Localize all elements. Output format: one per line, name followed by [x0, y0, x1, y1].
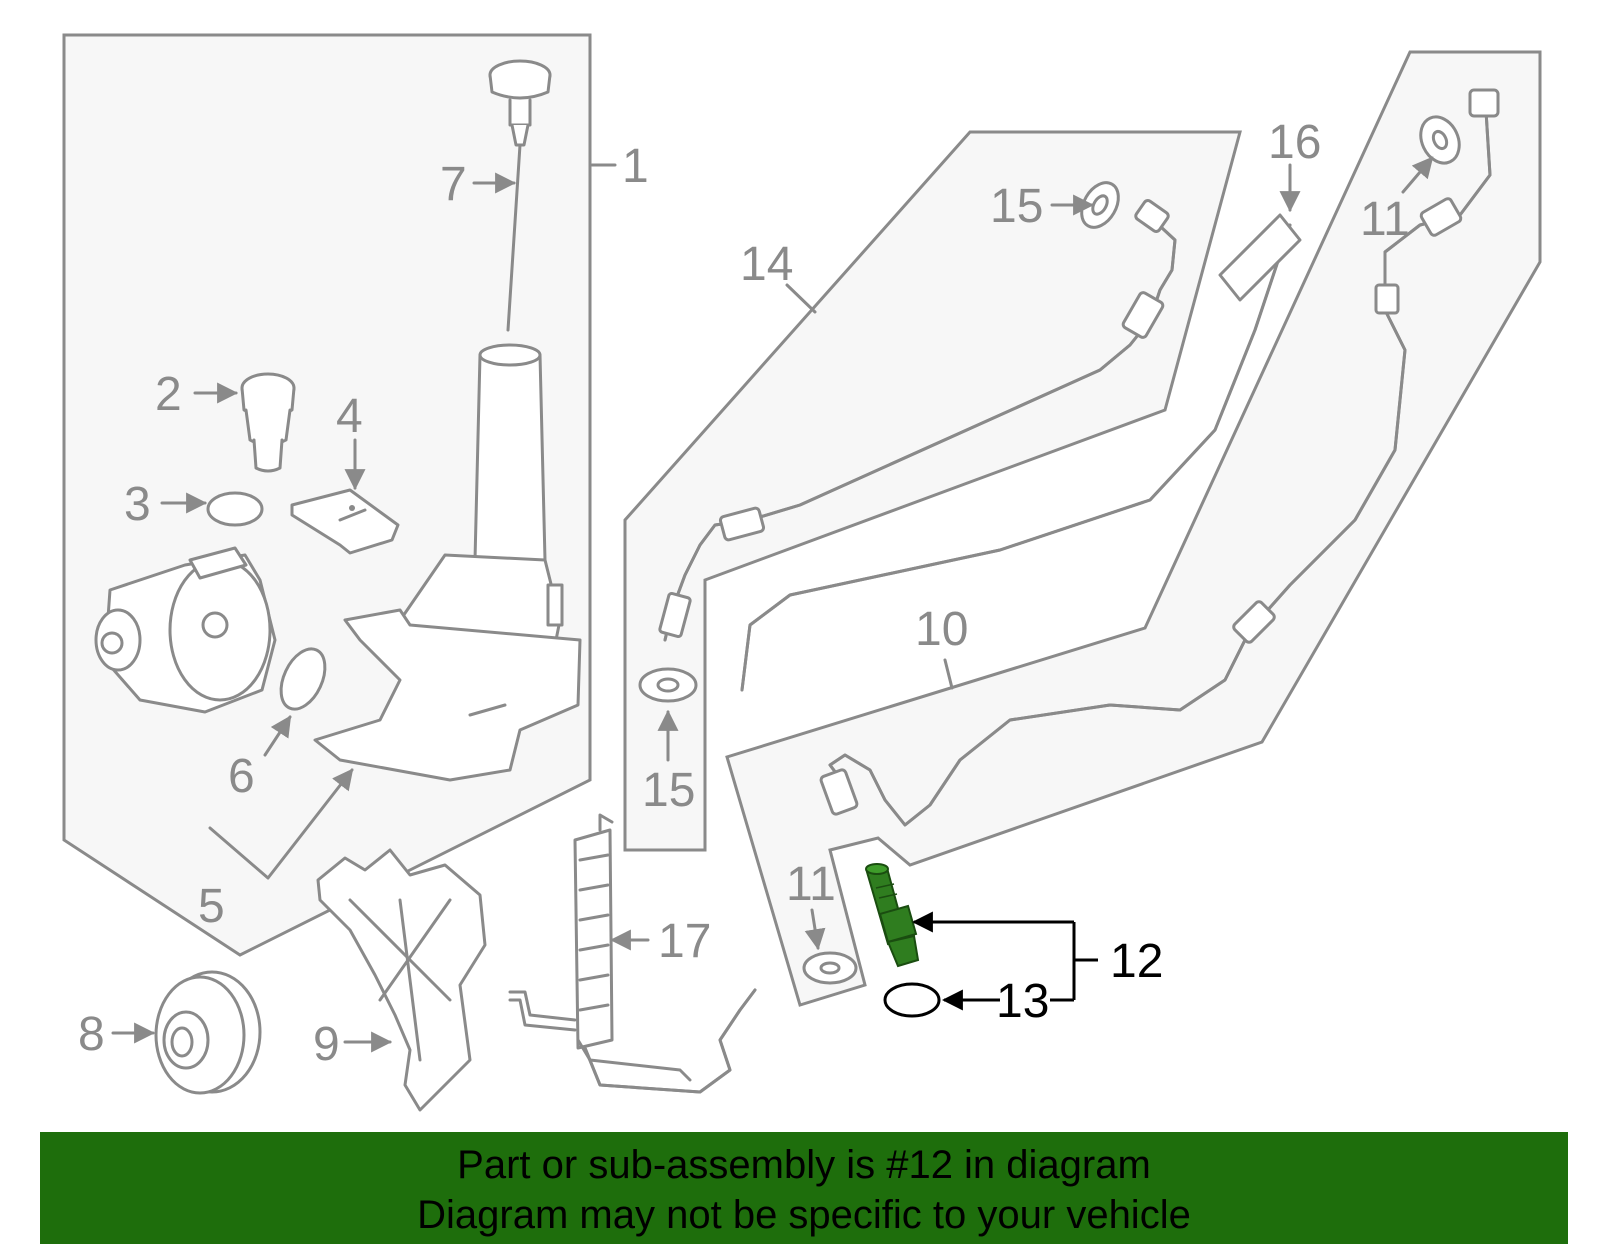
- dipstick-cap-part: [488, 59, 552, 332]
- label-5: 5: [198, 880, 225, 933]
- callout-labels: 1 2 3 4 5 6 7 8 9 10 11 11 12 13 14 15 1…: [78, 116, 1410, 1071]
- panel-hose-10: [725, 50, 1542, 1007]
- panel-hose-14: [623, 130, 1242, 852]
- label-4: 4: [336, 390, 363, 443]
- label-6: 6: [228, 750, 255, 803]
- label-12: 12: [1110, 935, 1163, 988]
- clip-part: [290, 488, 400, 555]
- reservoir-part: [313, 343, 582, 782]
- leader-lines-highlighted: [911, 911, 1098, 1011]
- label-9: 9: [313, 1018, 340, 1071]
- pump-body-part: [94, 546, 277, 714]
- pulley-part: [154, 970, 262, 1095]
- pressure-hose-part-14: [638, 181, 1177, 703]
- o-ring-part-6: [279, 647, 327, 711]
- label-7: 7: [440, 158, 467, 211]
- return-hose-part-16: [740, 213, 1302, 692]
- mount-bracket-part: [316, 848, 487, 1112]
- o-ring-part-3: [206, 491, 264, 527]
- label-14: 14: [740, 238, 793, 291]
- fitting-part: [240, 372, 296, 473]
- banner-line-2: Diagram may not be specific to your vehi…: [417, 1193, 1191, 1237]
- cooler-part: [508, 813, 757, 1094]
- leader-lines: [111, 156, 1434, 1053]
- label-1: 1: [622, 140, 649, 193]
- label-10: 10: [915, 603, 968, 656]
- line-part-10: [802, 88, 1500, 985]
- label-2: 2: [155, 368, 182, 421]
- label-11-bottom: 11: [786, 858, 836, 911]
- label-11-top: 11: [1360, 193, 1410, 246]
- label-17: 17: [658, 915, 711, 968]
- label-3: 3: [124, 478, 151, 531]
- label-13: 13: [996, 975, 1049, 1028]
- banner-line-1: Part or sub-assembly is #12 in diagram: [457, 1143, 1151, 1187]
- label-16: 16: [1268, 116, 1321, 169]
- label-8: 8: [78, 1008, 105, 1061]
- info-banner: Part or sub-assembly is #12 in diagram D…: [40, 1132, 1568, 1244]
- label-15-top: 15: [990, 180, 1043, 233]
- o-ring-part-13: [883, 982, 941, 1018]
- highlighted-fitting-part-12: [865, 863, 920, 968]
- label-15-bottom: 15: [642, 764, 695, 817]
